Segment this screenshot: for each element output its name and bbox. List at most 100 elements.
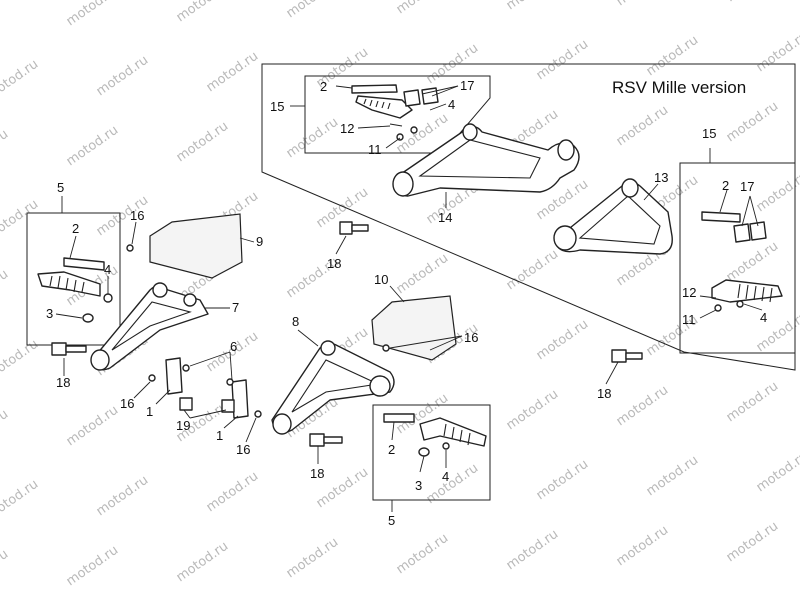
callout-6: 6	[230, 339, 237, 354]
callout-16: 16	[236, 442, 250, 457]
watermark-text: motod.ru	[0, 407, 11, 453]
callout-4: 4	[448, 97, 455, 112]
watermark-text: motod.ru	[534, 37, 591, 83]
callout-18: 18	[327, 256, 341, 271]
callout-15: 15	[702, 126, 716, 141]
watermark-text: motod.ru	[394, 531, 451, 577]
callout-2: 2	[722, 178, 729, 193]
callout-8: 8	[292, 314, 299, 329]
callout-4: 4	[760, 310, 767, 325]
guard-plate-10	[371, 295, 457, 361]
watermark-text: motod.ru	[0, 197, 41, 243]
watermark-text: motod.ru	[284, 535, 341, 581]
callout-19: 19	[176, 418, 190, 433]
watermark-text: motod.ru	[204, 49, 261, 95]
watermark-text: motod.ru	[64, 403, 121, 449]
watermark-text: motod.ru	[64, 543, 121, 589]
callout-17: 17	[740, 179, 754, 194]
watermark-text: motod.ru	[724, 0, 781, 5]
watermark-text: motod.ru	[0, 57, 41, 103]
watermark-text: motod.ru	[504, 247, 561, 293]
watermark-text: motod.ru	[64, 0, 121, 29]
watermark-text: motod.ru	[644, 453, 701, 499]
watermark-text: motod.ru	[204, 469, 261, 515]
callout-18: 18	[597, 386, 611, 401]
kit-5-left-parts	[37, 257, 113, 323]
callout-12: 12	[340, 121, 354, 136]
callout-labels: 2 17 4 15 12 11 14 13 15 2 17 12 11 4 5 …	[46, 78, 767, 528]
callout-16: 16	[130, 208, 144, 223]
watermark-text: motod.ru	[534, 457, 591, 503]
callout-17: 17	[460, 78, 474, 93]
rsv-mille-frame	[261, 63, 796, 371]
bolt-18-left	[51, 342, 87, 356]
callout-16: 16	[120, 396, 134, 411]
callout-9: 9	[256, 234, 263, 249]
watermark-text: motod.ru	[534, 317, 591, 363]
watermark-text: motod.ru	[94, 53, 151, 99]
watermark-text: motod.ru	[64, 123, 121, 169]
kit-15-top-parts	[351, 84, 439, 141]
bracket-7	[90, 282, 209, 371]
watermark-text: motod.ru	[504, 387, 561, 433]
callout-18: 18	[56, 375, 70, 390]
callout-11: 11	[682, 312, 696, 327]
callout-1: 1	[146, 404, 153, 419]
callout-15: 15	[270, 99, 284, 114]
watermark-text: motod.ru	[0, 547, 11, 593]
bracket-8	[271, 340, 395, 435]
callout-7: 7	[232, 300, 239, 315]
guard-plate-9	[149, 213, 243, 279]
callout-5: 5	[57, 180, 64, 195]
watermark-text: motod.ru	[504, 527, 561, 573]
kit-15-right-frame	[679, 162, 796, 354]
version-title: RSV Mille version	[612, 78, 746, 97]
kit-5-bottom-frame	[372, 404, 491, 501]
watermark-text: motod.ru	[174, 0, 231, 25]
watermark-text: motod.ru	[644, 33, 701, 79]
watermark-text: motod.ru	[394, 0, 451, 17]
watermark-text: motod.ru	[724, 379, 781, 425]
leader-lines	[55, 85, 763, 512]
callout-2: 2	[388, 442, 395, 457]
bolt-18-center	[339, 221, 369, 235]
watermark-text: motod.ru	[284, 115, 341, 161]
bolt-18-right	[611, 349, 643, 363]
watermark-text: motod.ru	[614, 103, 671, 149]
callout-4: 4	[104, 262, 111, 277]
watermark-text: motod.ru	[724, 519, 781, 565]
callout-11: 11	[368, 142, 382, 157]
kit-5-bottom-parts	[383, 413, 487, 457]
bolt-18-bottom	[309, 433, 343, 447]
watermark-text: motod.ru	[724, 99, 781, 145]
callout-2: 2	[320, 79, 327, 94]
callout-3: 3	[46, 306, 53, 321]
watermark-text: motod.ru	[0, 477, 41, 523]
watermark-text: motod.ru	[754, 29, 800, 75]
callout-2: 2	[72, 221, 79, 236]
callout-12: 12	[682, 285, 696, 300]
watermark-text: motod.ru	[0, 337, 41, 383]
watermark-text: motod.ru	[614, 383, 671, 429]
watermark-text: motod.ru	[0, 267, 11, 313]
bracket-13	[553, 178, 673, 255]
watermark-text: motod.ru	[0, 127, 11, 173]
callout-1: 1	[216, 428, 223, 443]
watermark-text: motod.ru	[614, 0, 671, 9]
watermark-text: motod.ru	[724, 239, 781, 285]
kit-15-right-parts	[701, 211, 783, 312]
callout-18: 18	[310, 466, 324, 481]
callout-13: 13	[654, 170, 668, 185]
watermark-text: motod.ru	[0, 0, 11, 33]
callout-3: 3	[415, 478, 422, 493]
callout-10: 10	[374, 272, 388, 287]
watermark-text: motod.ru	[284, 0, 341, 21]
watermark-text: motod.ru	[394, 251, 451, 297]
watermark-text: motod.ru	[754, 449, 800, 495]
watermark-text: motod.ru	[174, 119, 231, 165]
watermark-text: motod.ru	[174, 539, 231, 585]
watermark-text: motod.ru	[614, 523, 671, 569]
watermark-text: motod.ru	[504, 0, 561, 13]
